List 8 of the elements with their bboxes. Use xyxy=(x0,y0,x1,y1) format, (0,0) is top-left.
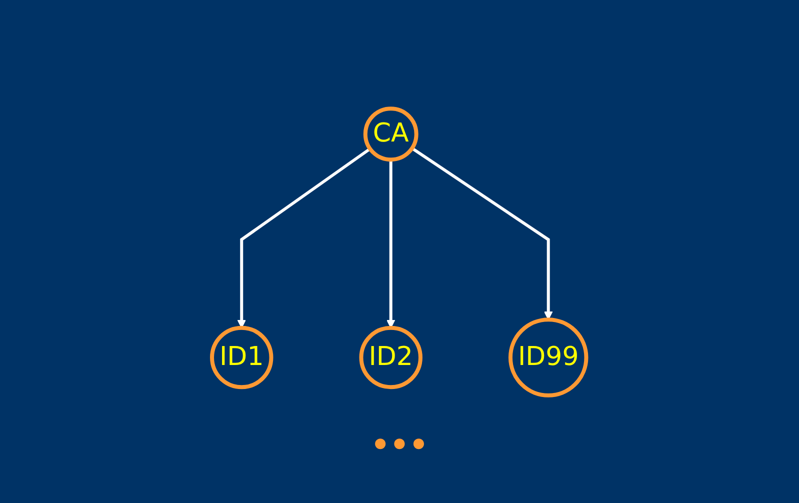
arrow xyxy=(412,146,554,320)
node-circle: ID99 xyxy=(508,317,589,397)
arrow xyxy=(238,147,372,328)
node-circle: CA xyxy=(364,106,419,162)
node-circle: ID1 xyxy=(210,325,274,389)
ellipsis: ••• xyxy=(370,428,428,463)
arrow xyxy=(386,159,396,328)
node-circle: ID2 xyxy=(360,325,423,389)
